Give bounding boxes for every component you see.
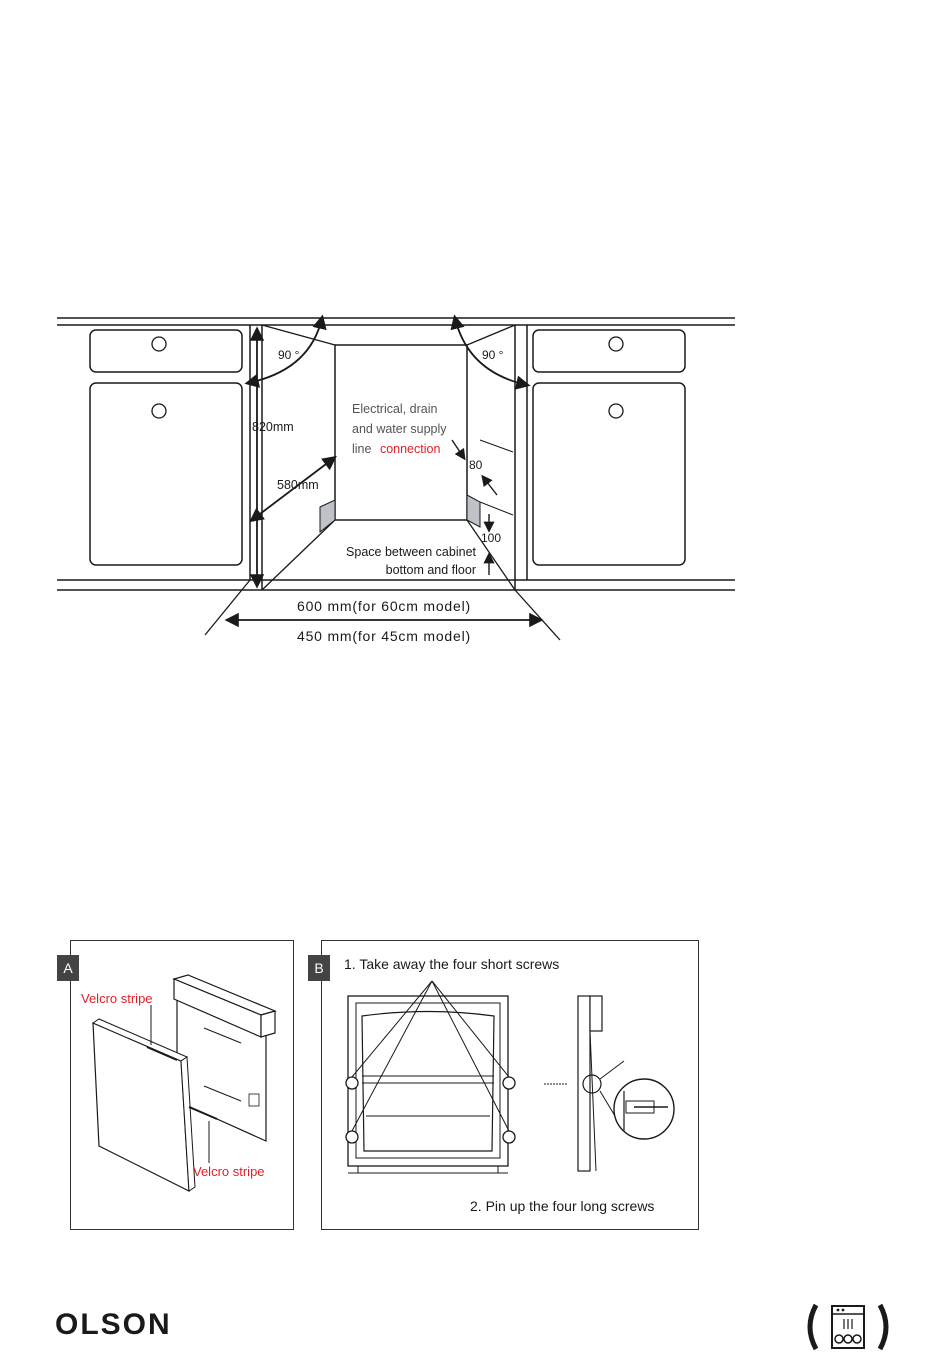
space-line-1: Space between cabinet (346, 545, 476, 559)
gap-top-arrow (483, 477, 497, 495)
depth-label: 580mm (277, 478, 319, 492)
right-cabinet (515, 325, 685, 590)
space-line-2: bottom and floor (386, 563, 476, 577)
dishwasher-icon (800, 1302, 900, 1352)
velcro-label-top: Velcro stripe (81, 991, 153, 1006)
gap-bottom-label: 100 (481, 531, 501, 545)
width-60-label: 600 mm(for 60cm model) (297, 598, 471, 614)
connection-pointer (452, 440, 464, 458)
gap-top-label: 80 (469, 458, 483, 472)
connection-line-3: line connection (352, 442, 440, 456)
step-2-text: 2. Pin up the four long screws (470, 1198, 654, 1214)
width-45-label: 450 mm(for 45cm model) (297, 628, 471, 644)
connection-line-2: and water supply (352, 422, 447, 436)
angle-label-right: 90 ° (482, 348, 504, 362)
velcro-label-bottom: Velcro stripe (193, 1164, 265, 1179)
brand-logo: OLSON (55, 1308, 172, 1342)
angle-label-left: 90 ° (278, 348, 300, 362)
panel-b-illustration (322, 941, 698, 1229)
recess (205, 325, 560, 640)
panel-b: B 1. Take away the four short screws (321, 940, 699, 1230)
panel-a-illustration (71, 941, 293, 1229)
connection-highlight: connection (380, 442, 441, 456)
height-label: 820mm (252, 420, 294, 434)
panel-a: A Velcro stripe Velcro stripe (70, 940, 294, 1230)
connection-line-3-prefix: line (352, 442, 372, 456)
installation-diagram: 90 ° 90 ° 820mm 580mm Electrical, drain … (0, 300, 950, 660)
connection-line-1: Electrical, drain (352, 402, 437, 416)
left-cabinet (90, 325, 262, 590)
